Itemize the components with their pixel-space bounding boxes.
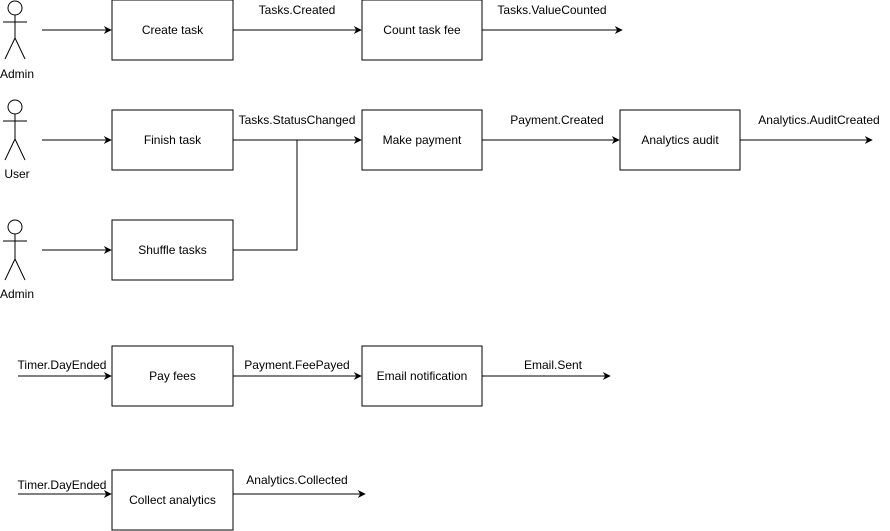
event-label: Timer.DayEnded — [18, 478, 107, 492]
event-label: Email.Sent — [524, 358, 583, 372]
process-label: Email notification — [377, 369, 468, 383]
event-label: Payment.Created — [510, 113, 603, 127]
actor-label: Admin — [0, 67, 34, 81]
process-label: Create task — [142, 23, 204, 37]
event-label: Tasks.ValueCounted — [497, 3, 606, 17]
event-label: Tasks.Created — [259, 3, 336, 17]
event-label: Analytics.AuditCreated — [758, 113, 879, 127]
actor-label: Admin — [0, 287, 34, 301]
event-label: Tasks.StatusChanged — [239, 113, 356, 127]
event-label: Analytics.Collected — [246, 473, 347, 487]
process-label: Count task fee — [383, 23, 461, 37]
process-label: Make payment — [383, 133, 462, 147]
process-label: Finish task — [144, 133, 202, 147]
actor-user: User — [3, 99, 30, 181]
actor-admin-bottom: Admin — [0, 219, 34, 301]
process-email-notification: Email notification — [361, 345, 483, 407]
event-label: Timer.DayEnded — [18, 358, 107, 372]
actor-admin-top: Admin — [0, 0, 34, 81]
process-label: Collect analytics — [129, 493, 216, 507]
process-label: Analytics audit — [641, 133, 719, 147]
process-shuffle-tasks: Shuffle tasks — [111, 219, 234, 281]
process-label: Pay fees — [149, 369, 196, 383]
process-pay-fees: Pay fees — [111, 345, 234, 407]
actor-label: User — [4, 167, 29, 181]
process-collect-analytics: Collect analytics — [111, 469, 234, 531]
process-count-task-fee: Count task fee — [361, 0, 483, 61]
process-create-task: Create task — [111, 0, 234, 61]
event-label: Payment.FeePayed — [244, 358, 349, 372]
process-label: Shuffle tasks — [138, 243, 206, 257]
process-finish-task: Finish task — [111, 109, 234, 171]
edge-shuffle-to-payment — [233, 140, 298, 251]
process-make-payment: Make payment — [361, 109, 483, 171]
process-analytics-audit: Analytics audit — [619, 109, 741, 171]
